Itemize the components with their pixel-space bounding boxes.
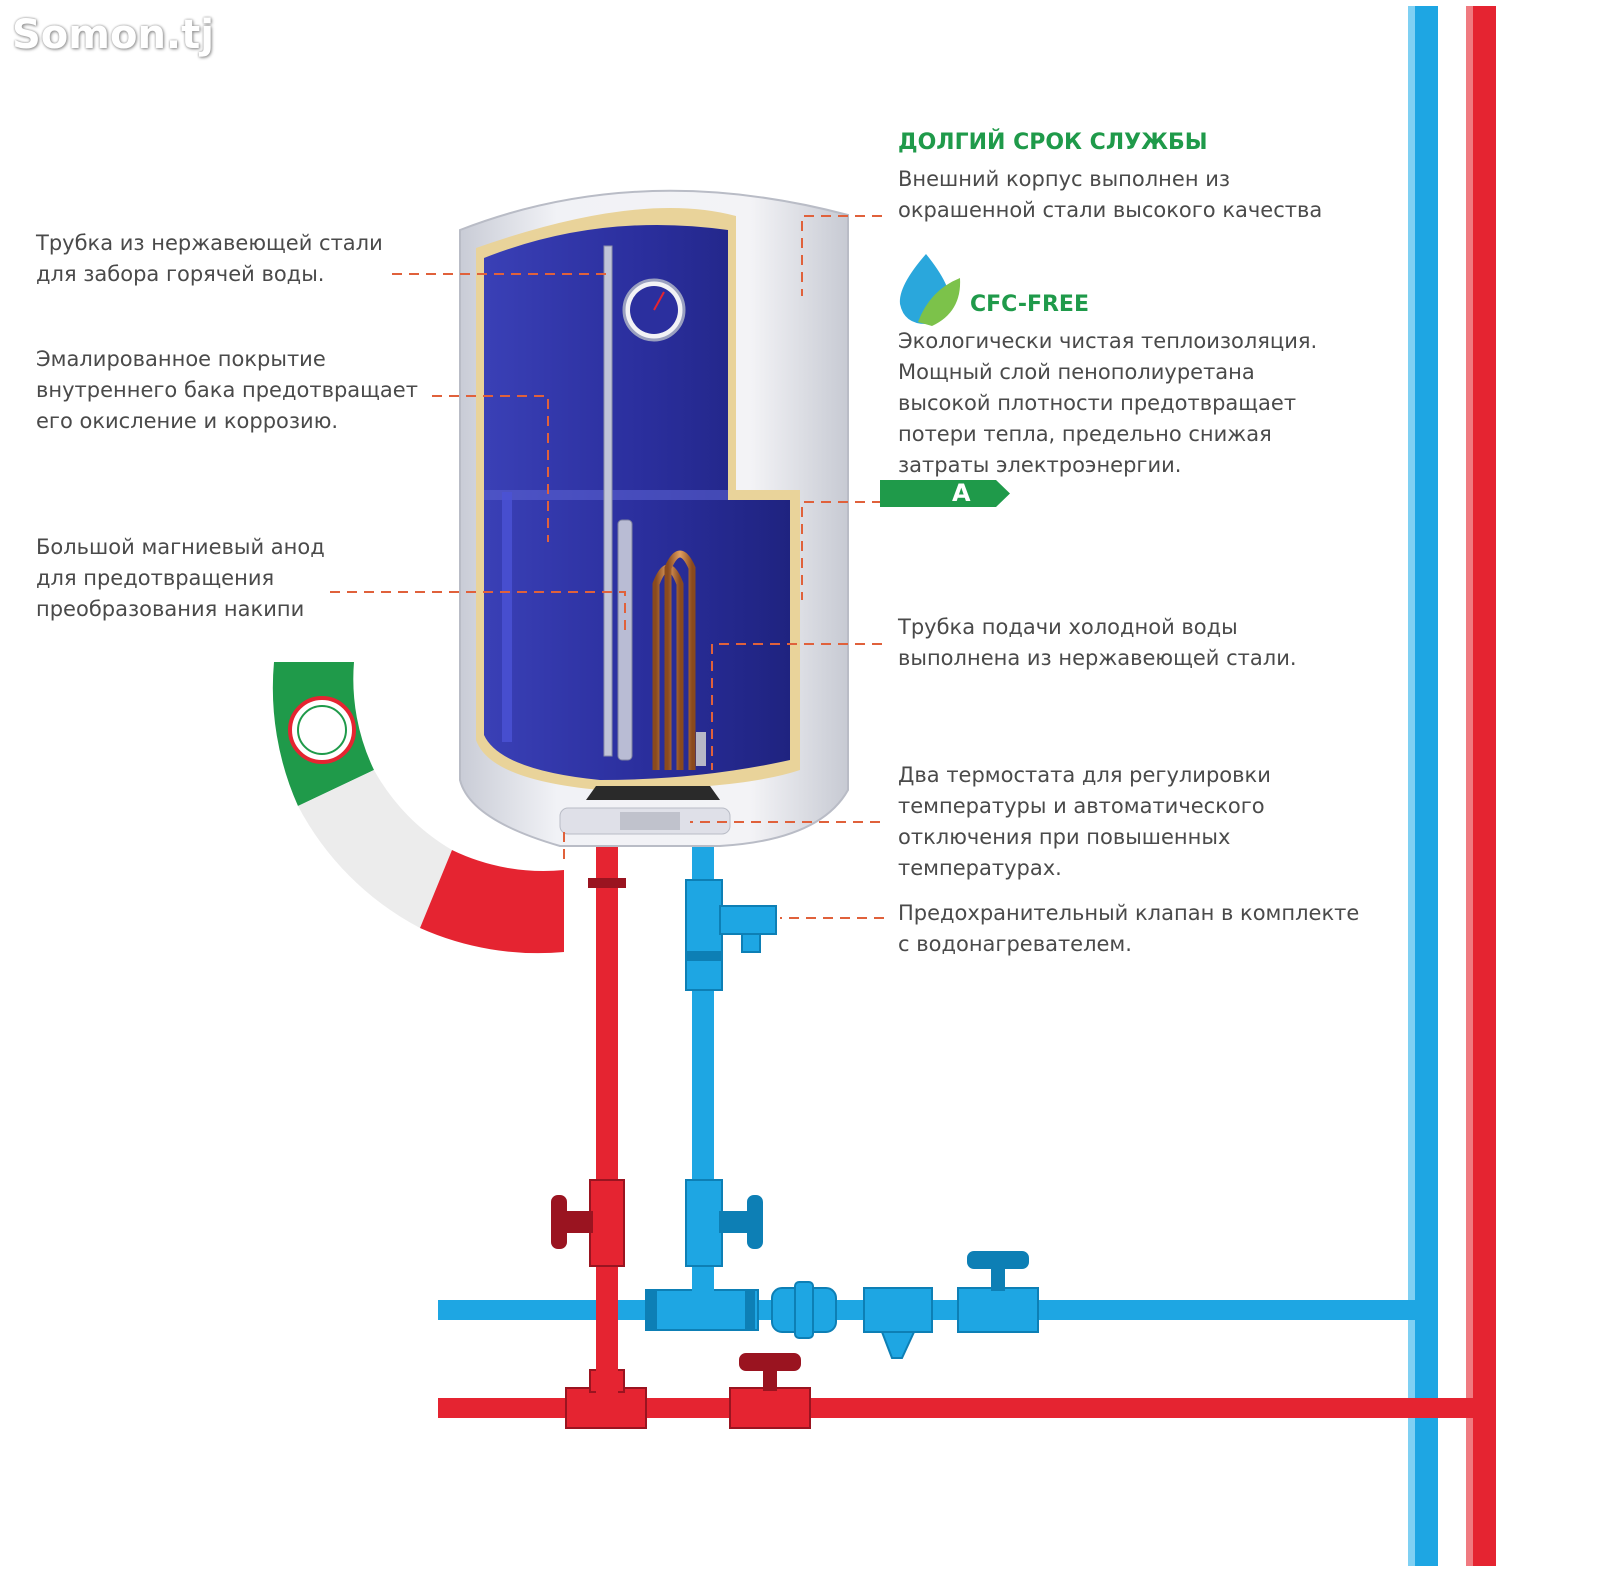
callout-magnesium-anode: Большой магниевый анод для предотвращени… xyxy=(36,532,325,625)
callout-line: температурах. xyxy=(898,856,1062,880)
callout-line: отключения при повышенных xyxy=(898,825,1231,849)
callout-safety-valve: Предохранительный клапан в комплекте с в… xyxy=(898,898,1359,960)
callout-cold-water-tube: Трубка подачи холодной воды выполнена из… xyxy=(898,612,1297,674)
callout-enamel-coating: Эмалированное покрытие внутреннего бака … xyxy=(36,344,418,437)
callout-thermostats: Два термостата для регулировки температу… xyxy=(898,760,1271,884)
callout-line: высокой плотности предотвращает xyxy=(898,391,1297,415)
hot-water-intake-tube xyxy=(603,245,613,757)
callout-line: для предотвращения xyxy=(36,566,275,590)
thermometer-gauge xyxy=(622,278,686,342)
brand-arc xyxy=(272,662,564,954)
hot-shutoff-valve xyxy=(551,1179,625,1267)
callout-line: Большой магниевый анод xyxy=(36,535,325,559)
magnesium-anode xyxy=(617,519,633,761)
heating-element xyxy=(652,550,696,770)
brand-logo xyxy=(288,696,356,764)
callout-hot-water-tube: Трубка из нержавеющей стали для забора г… xyxy=(36,228,383,290)
cold-ball-valve xyxy=(957,1251,1039,1333)
callout-line: Трубка из нержавеющей стали xyxy=(36,231,383,255)
callout-line: Два термостата для регулировки xyxy=(898,763,1271,787)
hot-ball-valve xyxy=(729,1353,811,1429)
callout-line: Предохранительный клапан в комплекте xyxy=(898,901,1360,925)
callout-line: с водонагревателем. xyxy=(898,932,1132,956)
heading-long-service-life: ДОЛГИЙ СРОК СЛУЖБЫ xyxy=(898,130,1208,155)
hot-outlet-pipe xyxy=(596,846,618,1402)
callout-line: потери тепла, предельно снижая xyxy=(898,422,1272,446)
callout-line: преобразования накипи xyxy=(36,597,305,621)
cold-water-riser xyxy=(1408,6,1438,1566)
heading-cfc-free: CFC-FREE xyxy=(970,292,1089,317)
callout-line: выполнена из нержавеющей стали. xyxy=(898,646,1297,670)
callout-line: Эмалированное покрытие xyxy=(36,347,326,371)
hot-water-riser xyxy=(1466,6,1496,1566)
callout-outer-shell: Внешний корпус выполнен из окрашенной ст… xyxy=(898,164,1322,226)
callout-line: Экологически чистая теплоизоляция. xyxy=(898,329,1318,353)
energy-class-label: A xyxy=(952,479,971,507)
safety-valve xyxy=(685,879,777,991)
watermark: Somon.tj xyxy=(12,12,214,58)
cold-shutoff-valve xyxy=(685,1179,763,1267)
callout-line: температуры и автоматического xyxy=(898,794,1265,818)
energy-class-badge xyxy=(880,480,1010,507)
callout-line: Внешний корпус выполнен из xyxy=(898,167,1231,191)
water-heater xyxy=(459,189,849,847)
cold-filter xyxy=(863,1287,933,1359)
callout-line: для забора горячей воды. xyxy=(36,262,325,286)
callout-line: Мощный слой пенополиуретана xyxy=(898,360,1255,384)
callout-line: окрашенной стали высокого качества xyxy=(898,198,1323,222)
callout-insulation: Экологически чистая теплоизоляция. Мощны… xyxy=(898,326,1317,481)
callout-line: затраты электроэнергии. xyxy=(898,453,1182,477)
heater-flange xyxy=(586,786,720,800)
callout-line: внутреннего бака предотвращает xyxy=(36,378,418,402)
callout-line: его окисление и коррозию. xyxy=(36,409,339,433)
inner-tank xyxy=(484,224,790,780)
hot-main-pipe xyxy=(438,1398,1496,1418)
leader-lines xyxy=(330,215,884,919)
eco-drop-icon xyxy=(899,254,961,326)
callout-line: Трубка подачи холодной воды xyxy=(898,615,1238,639)
cold-check-valve xyxy=(771,1281,837,1339)
